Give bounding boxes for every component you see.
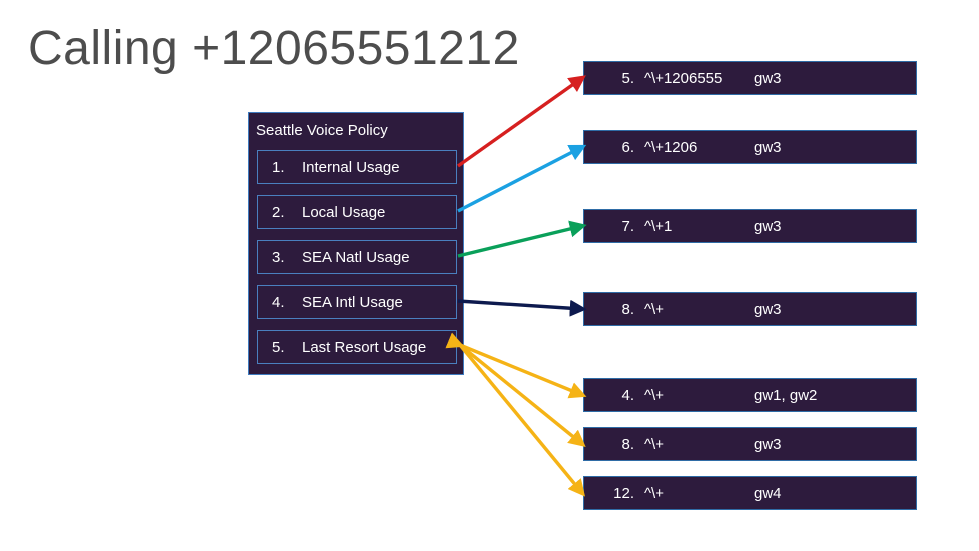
- route-row[interactable]: 5. ^\+1206555 gw3: [583, 61, 917, 95]
- route-row[interactable]: 7. ^\+1 gw3: [583, 209, 917, 243]
- route-number: 5.: [621, 70, 634, 87]
- policy-item-sea-intl-usage[interactable]: 4. SEA Intl Usage: [257, 285, 457, 319]
- connector-last-resort-to-route-8: [458, 343, 586, 447]
- connector-local-usage-to-route-6: [457, 144, 587, 213]
- policy-item-index: 5.: [272, 339, 285, 356]
- route-gateway: gw3: [754, 301, 782, 318]
- policy-item-internal-usage[interactable]: 1. Internal Usage: [257, 150, 457, 184]
- connector-last-resort-to-route-4: [445, 332, 587, 399]
- connector-sea-intl-usage-to-route-8: [457, 299, 587, 317]
- route-pattern: ^\+1: [644, 218, 673, 235]
- route-number: 12.: [613, 485, 634, 502]
- route-number: 4.: [621, 387, 634, 404]
- connector-internal-usage-to-route-5: [457, 75, 586, 168]
- route-gateway: gw3: [754, 436, 782, 453]
- page-title: Calling +12065551212: [28, 22, 520, 75]
- route-pattern: ^\+: [644, 485, 664, 502]
- route-row[interactable]: 4. ^\+ gw1, gw2: [583, 378, 917, 412]
- policy-item-label: SEA Natl Usage: [302, 249, 410, 266]
- policy-item-sea-natl-usage[interactable]: 3. SEA Natl Usage: [257, 240, 457, 274]
- policy-item-index: 4.: [272, 294, 285, 311]
- route-pattern: ^\+: [644, 436, 664, 453]
- route-row[interactable]: 8. ^\+ gw3: [583, 292, 917, 326]
- route-number: 6.: [621, 139, 634, 156]
- policy-item-local-usage[interactable]: 2. Local Usage: [257, 195, 457, 229]
- connector-sea-natl-usage-to-route-7: [457, 220, 587, 258]
- voice-policy-panel: Seattle Voice Policy 1. Internal Usage 2…: [248, 112, 464, 375]
- voice-policy-title: Seattle Voice Policy: [256, 122, 388, 139]
- route-gateway: gw4: [754, 485, 782, 502]
- route-pattern: ^\+: [644, 301, 664, 318]
- route-row[interactable]: 6. ^\+1206 gw3: [583, 130, 917, 164]
- policy-item-index: 2.: [272, 204, 285, 221]
- route-gateway: gw1, gw2: [754, 387, 818, 404]
- route-gateway: gw3: [754, 70, 782, 87]
- route-number: 8.: [621, 301, 634, 318]
- connector-last-resort-to-route-12: [458, 343, 586, 497]
- policy-item-index: 1.: [272, 159, 285, 176]
- policy-item-label: Last Resort Usage: [302, 339, 427, 356]
- route-gateway: gw3: [754, 139, 782, 156]
- policy-item-index: 3.: [272, 249, 285, 266]
- route-number: 8.: [621, 436, 634, 453]
- route-pattern: ^\+: [644, 387, 664, 404]
- route-row[interactable]: 12. ^\+ gw4: [583, 476, 917, 510]
- route-gateway: gw3: [754, 218, 782, 235]
- route-row[interactable]: 8. ^\+ gw3: [583, 427, 917, 461]
- policy-item-label: SEA Intl Usage: [302, 294, 403, 311]
- route-number: 7.: [621, 218, 634, 235]
- policy-item-label: Internal Usage: [302, 159, 400, 176]
- policy-item-label: Local Usage: [302, 204, 386, 221]
- route-pattern: ^\+1206: [644, 139, 698, 156]
- policy-item-last-resort-usage[interactable]: 5. Last Resort Usage: [257, 330, 457, 364]
- route-pattern: ^\+1206555: [644, 70, 723, 87]
